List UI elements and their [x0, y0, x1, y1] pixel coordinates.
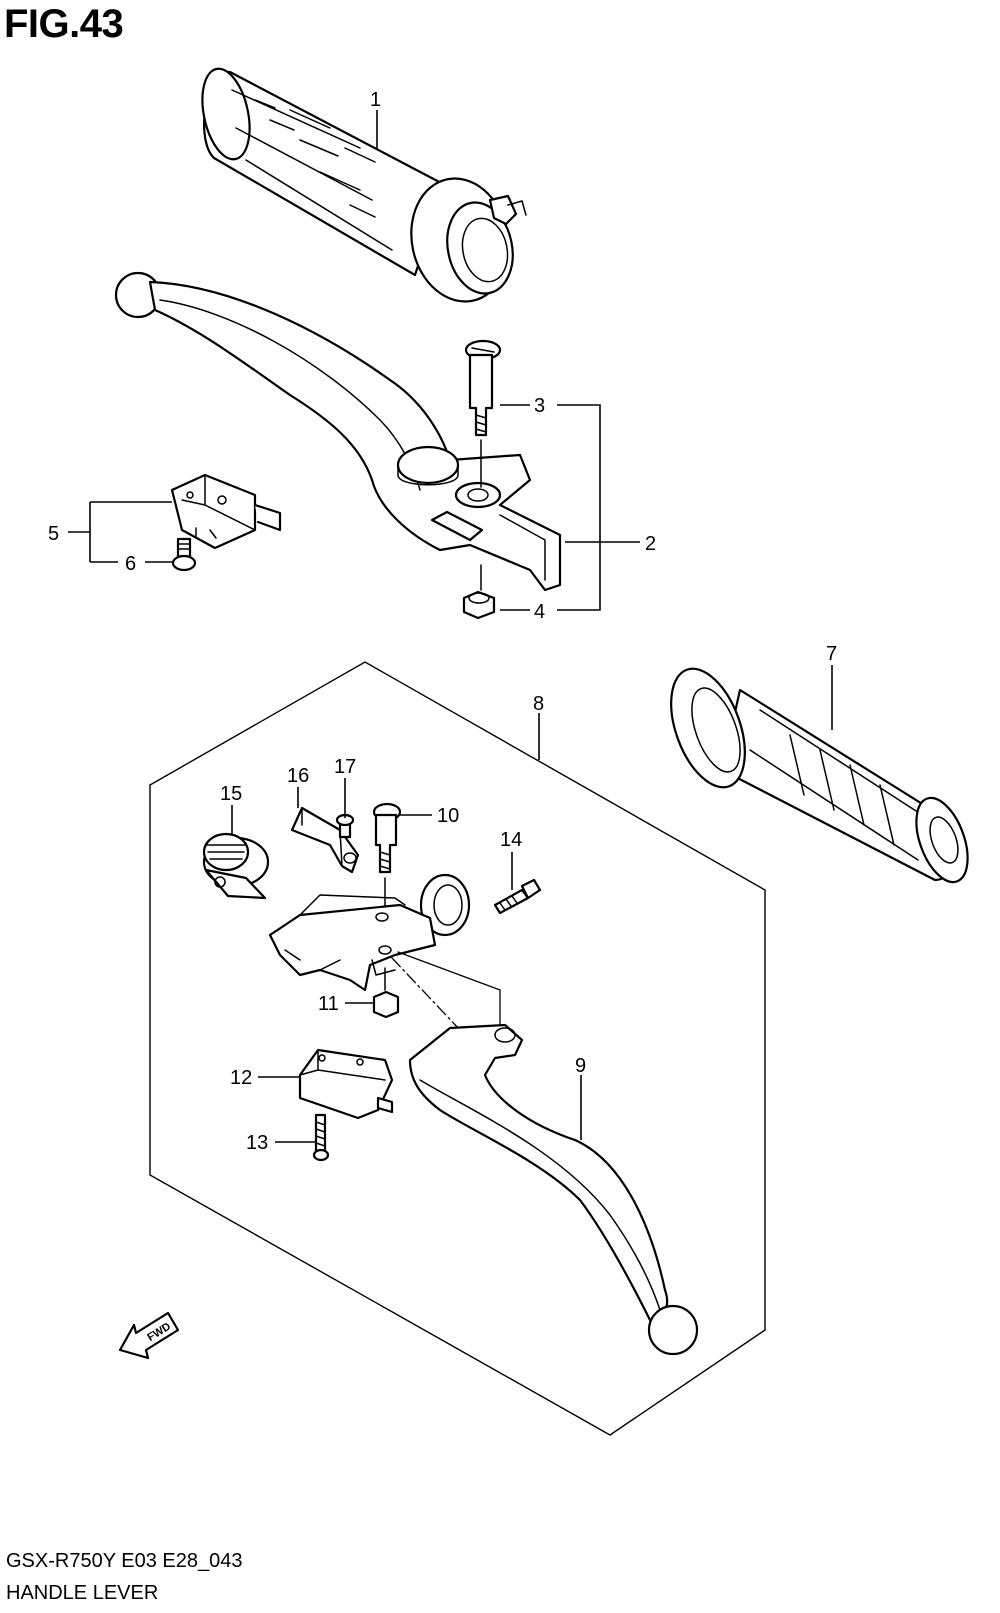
lever-holder-part	[268, 873, 471, 992]
callout-6: 6	[125, 553, 136, 575]
callout-14: 14	[500, 829, 522, 851]
clutch-switch-screw-part	[312, 1113, 330, 1162]
brake-switch-part	[170, 473, 282, 550]
model-code: GSX-R750Y E03 E28_043	[6, 1550, 243, 1572]
alignment-lines	[391, 951, 501, 1036]
switch-plate-part	[290, 806, 360, 874]
lever-bolt-part	[464, 339, 502, 488]
clutch-lever-part	[408, 1023, 699, 1356]
callout-15: 15	[220, 783, 242, 805]
callout-3: 3	[534, 395, 545, 417]
callout-17: 17	[334, 756, 356, 778]
callout-5: 5	[48, 523, 59, 545]
clamp-bolt-part	[493, 878, 542, 915]
clutch-switch-part	[298, 1048, 394, 1120]
callout-12: 12	[230, 1067, 252, 1089]
figure-title: FIG.43	[4, 2, 124, 46]
callout-4: 4	[534, 601, 545, 623]
plate-screw-part	[335, 813, 355, 839]
lever-nut-part	[462, 564, 496, 620]
pivot-bolt-part	[372, 802, 402, 919]
callout-1: 1	[370, 89, 381, 111]
assembly-boundary	[149, 661, 766, 1436]
pivot-nut-part	[372, 967, 400, 1019]
callout-9: 9	[575, 1055, 586, 1077]
fwd-arrow: FWD	[118, 1311, 180, 1360]
callout-16: 16	[287, 765, 309, 787]
callout-8: 8	[533, 693, 544, 715]
section-name: HANDLE LEVER	[6, 1582, 159, 1604]
callout-labels: 1 2 3 4 5 6 7 8 9 10 11 12 13 14 15 16 1…	[48, 89, 837, 1154]
callout-13: 13	[246, 1132, 268, 1154]
switch-screw-part	[171, 537, 197, 572]
brake-lever-part	[114, 271, 562, 592]
callout-11: 11	[318, 993, 339, 1015]
grip-left-part	[670, 667, 969, 884]
callout-2: 2	[645, 533, 656, 555]
callout-7: 7	[826, 643, 837, 665]
grip-right-part	[201, 67, 527, 303]
adjuster-part	[202, 832, 270, 900]
callout-10: 10	[437, 805, 459, 827]
leader-lines	[68, 110, 833, 1143]
